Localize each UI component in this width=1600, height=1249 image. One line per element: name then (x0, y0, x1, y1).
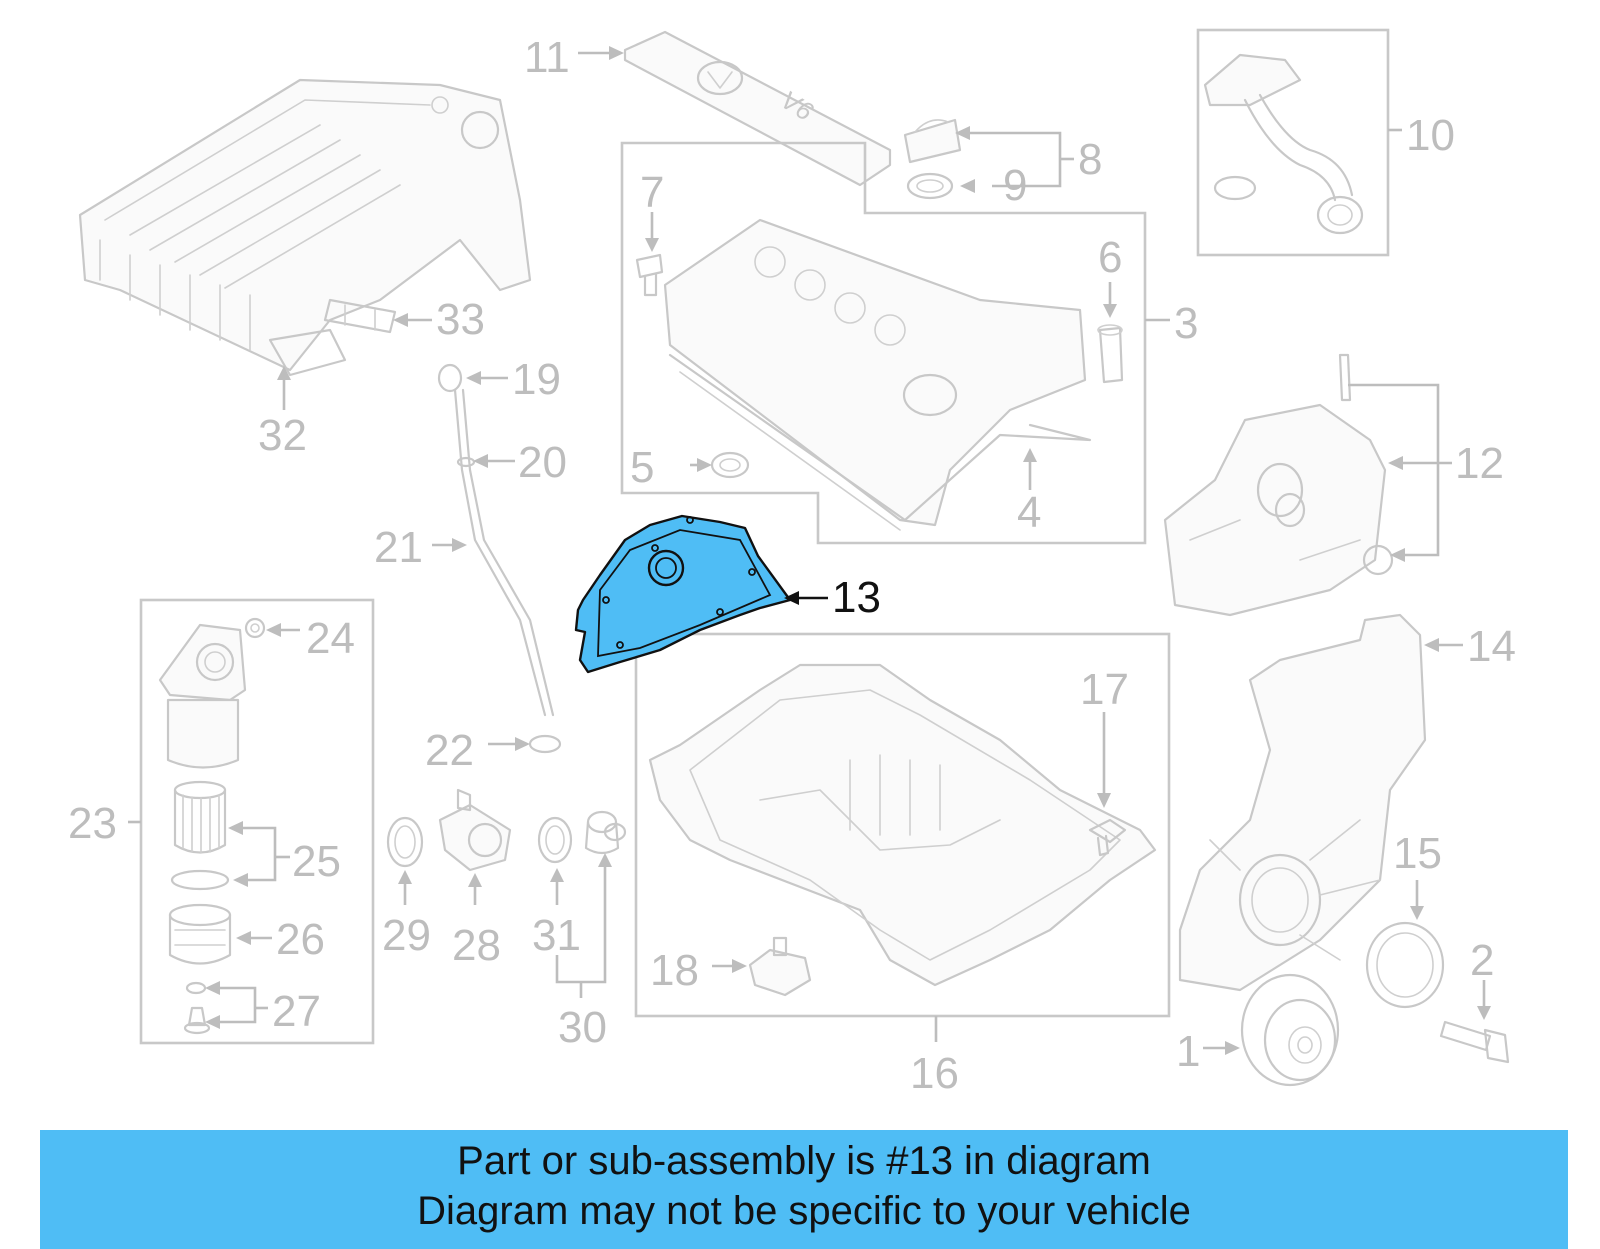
callout-28: 28 (452, 921, 501, 970)
bolt-7-part (635, 253, 664, 297)
drain-plug-27-part (183, 981, 211, 1035)
callout-3: 3 (1174, 299, 1198, 348)
timing-cover-lower-part (1178, 613, 1427, 992)
callout-27: 27 (272, 987, 321, 1036)
callout-10: 10 (1406, 111, 1455, 160)
callout-9: 9 (1003, 161, 1027, 210)
engine-cover-part: V6 (623, 30, 892, 187)
callout-30: 30 (558, 1003, 607, 1052)
callout-15: 15 (1393, 829, 1442, 878)
callout-14: 14 (1467, 622, 1516, 671)
callout-11: 11 (524, 33, 570, 82)
oil-pan-box (634, 632, 1171, 1018)
callout-17: 17 (1080, 665, 1129, 714)
callout-12: 12 (1455, 439, 1504, 488)
callout-25: 25 (292, 837, 341, 886)
callout-20: 20 (518, 438, 567, 487)
oil-cap-part (903, 118, 962, 200)
bolt-17-part (1088, 818, 1127, 857)
thermostat-28-part (438, 788, 512, 872)
bolt-2-part (1439, 1020, 1510, 1064)
callout-33: 33 (436, 295, 485, 344)
leader-lines (128, 46, 1491, 1055)
plug-30-part (584, 810, 627, 855)
gasket-33-part (323, 298, 397, 334)
sensor-18-part (748, 936, 812, 997)
callout-13: 13 (832, 573, 881, 622)
banner-line-2: Diagram may not be specific to your vehi… (417, 1189, 1191, 1233)
callout-23: 23 (68, 799, 117, 848)
callout-16: 16 (910, 1049, 959, 1098)
oil-filter-25-part (170, 780, 230, 891)
callout-26: 26 (276, 915, 325, 964)
intake-manifold-part (78, 78, 532, 377)
callout-22: 22 (425, 726, 474, 775)
seal-31-part (537, 816, 573, 864)
timing-cover-upper-part (1163, 353, 1394, 617)
breather-box (1196, 28, 1390, 257)
seal-29-part (386, 816, 424, 868)
callout-6: 6 (1098, 233, 1122, 282)
rear-seal-flange-part-13 (574, 514, 792, 674)
seal-15-part (1365, 921, 1445, 1009)
callout-18: 18 (650, 946, 699, 995)
valve-cover-part (663, 218, 1092, 531)
callout-1: 1 (1176, 1027, 1200, 1076)
callout-24: 24 (306, 614, 355, 663)
seal-5-part (710, 451, 750, 479)
oil-filter-housing-part (158, 617, 266, 769)
oil-pan-part (648, 663, 1157, 987)
info-banner: Part or sub-assembly is #13 in diagram D… (40, 1130, 1568, 1249)
leader-13 (784, 591, 828, 605)
sleeve-6-part (1097, 324, 1124, 384)
callout-32: 32 (258, 411, 307, 460)
callout-5: 5 (630, 443, 654, 492)
callout-2: 2 (1470, 936, 1494, 985)
callout-21: 21 (374, 523, 423, 572)
callout-8: 8 (1078, 135, 1102, 184)
banner-line-1: Part or sub-assembly is #13 in diagram (457, 1139, 1151, 1183)
valve-cover-box (620, 141, 1147, 545)
callout-numbers: 11 8 9 10 7 6 3 33 32 19 20 5 4 12 21 13… (68, 33, 1516, 1098)
callout-7: 7 (640, 168, 664, 217)
callout-4: 4 (1017, 488, 1041, 537)
dipstick-part (437, 363, 562, 754)
callout-19: 19 (512, 355, 561, 404)
callout-31: 31 (532, 911, 581, 960)
callout-29: 29 (382, 911, 431, 960)
filter-cap-26-part (168, 903, 232, 965)
pulley-1-part (1240, 973, 1340, 1087)
breather-hose-part (1203, 53, 1364, 235)
